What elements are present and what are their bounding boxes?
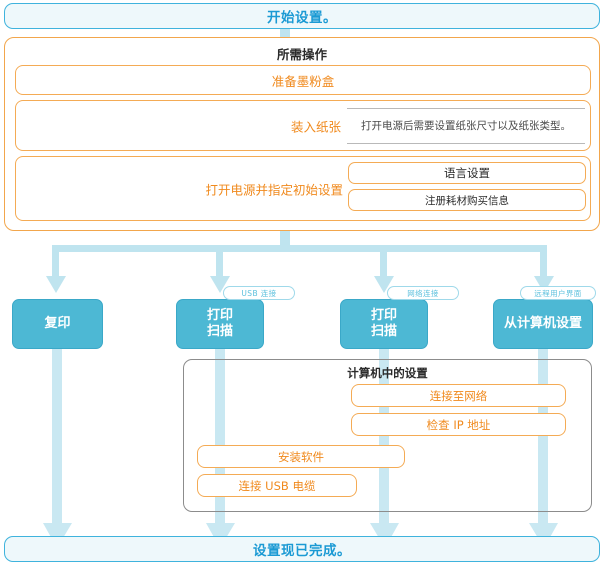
paper-note: 打开电源后需要设置纸张尺寸以及纸张类型。 (347, 108, 585, 144)
function-box-print-scan-usb-line2: 扫描 (206, 324, 233, 339)
function-box-settings-from-computer[interactable]: 从计算机设置 (493, 299, 593, 349)
sub-step-register-supplies[interactable]: 注册耗材购买信息 (348, 189, 586, 211)
banner-start-label: 开始设置。 (267, 10, 337, 26)
required-operations-panel: 所需操作 准备墨粉盒 装入纸张 打开电源后需要设置纸张尺寸以及纸张类型。 打开电… (4, 37, 600, 231)
badge-remote-ui: 远程用户界面 (520, 286, 596, 300)
sub-step-language-settings[interactable]: 语言设置 (348, 162, 586, 184)
function-box-print-scan-network-line2: 扫描 (370, 324, 397, 339)
banner-end-label: 设置现已完成。 (253, 543, 351, 559)
function-box-print-scan-usb-line1: 打印 (206, 308, 233, 324)
required-operations-title: 所需操作 (276, 47, 327, 62)
function-box-settings-from-computer-line1: 从计算机设置 (503, 316, 582, 332)
step-load-paper[interactable]: 装入纸张 打开电源后需要设置纸张尺寸以及纸张类型。 (15, 100, 591, 151)
computer-step-check-ip-address[interactable]: 检查 IP 地址 (351, 413, 566, 436)
banner-start-setup: 开始设置。 (4, 3, 600, 29)
computer-settings-title: 计算机中的设置 (347, 366, 428, 380)
banner-setup-complete: 设置现已完成。 (4, 536, 600, 562)
computer-step-connect-usb-cable[interactable]: 连接 USB 电缆 (197, 474, 357, 497)
computer-step-install-software[interactable]: 安装软件 (197, 445, 405, 468)
badge-network-connection: 网络连接 (387, 286, 459, 300)
step-prepare-toner-label: 准备墨粉盒 (271, 73, 335, 89)
step-power-on-initial-settings[interactable]: 打开电源并指定初始设置 语言设置 注册耗材购买信息 (15, 156, 591, 221)
step-power-on-label: 打开电源并指定初始设置 (205, 182, 343, 197)
step-load-paper-label: 装入纸张 (290, 119, 341, 134)
function-box-copy-line1: 复印 (44, 316, 71, 332)
function-box-print-scan-usb[interactable]: 打印 扫描 (176, 299, 264, 349)
computer-settings-panel: 计算机中的设置 连接至网络 检查 IP 地址 安装软件 连接 USB 电缆 (183, 359, 592, 512)
computer-step-connect-to-network[interactable]: 连接至网络 (351, 384, 566, 407)
badge-usb-connection: USB 连接 (223, 286, 295, 300)
function-box-copy[interactable]: 复印 (12, 299, 103, 349)
step-prepare-toner[interactable]: 准备墨粉盒 (15, 65, 591, 95)
function-box-print-scan-network-line1: 打印 (370, 308, 397, 324)
function-box-print-scan-network[interactable]: 打印 扫描 (340, 299, 428, 349)
